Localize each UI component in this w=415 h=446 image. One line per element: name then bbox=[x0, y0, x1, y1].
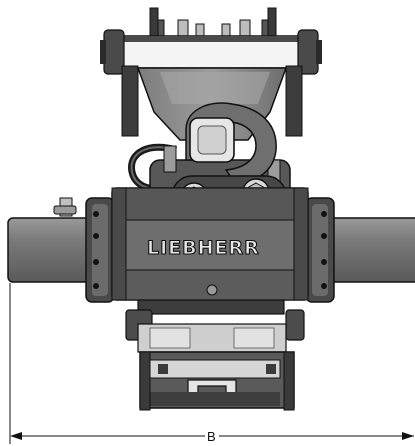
arrowhead-right bbox=[402, 432, 414, 440]
top-pin-left-cap bbox=[100, 40, 106, 64]
top-fitting-4 bbox=[239, 19, 251, 37]
top-fitting-2 bbox=[195, 23, 205, 37]
side-plate-left bbox=[121, 65, 139, 137]
top-lug-right bbox=[267, 7, 277, 41]
brand-logo: LIEBHERR bbox=[147, 237, 260, 259]
tapered-housing-highlight bbox=[160, 72, 270, 104]
jaw-leg-right bbox=[283, 351, 295, 411]
dimension-label: B bbox=[207, 429, 216, 444]
dimension-b: B bbox=[9, 283, 414, 444]
flange-left bbox=[85, 197, 115, 303]
side-plate-right bbox=[285, 65, 303, 137]
central-body-side-left bbox=[111, 187, 127, 301]
lower-coupler bbox=[125, 299, 305, 411]
top-lug-left bbox=[149, 7, 159, 41]
flange-right bbox=[305, 197, 335, 303]
grease-nipple bbox=[206, 284, 218, 296]
motor-left-fitting bbox=[163, 145, 177, 173]
central-body-top-band bbox=[111, 187, 309, 221]
central-body-side-right bbox=[293, 187, 309, 301]
arrowhead-left bbox=[10, 432, 22, 440]
lower-ear-right bbox=[285, 309, 305, 341]
cylinder-fitting-left bbox=[53, 197, 77, 217]
top-bar-shadow bbox=[122, 36, 300, 42]
pivot-pin-inner bbox=[197, 125, 227, 155]
jaw-leg-left bbox=[139, 351, 151, 411]
top-pin-left bbox=[103, 29, 125, 75]
cylinder-rod-left bbox=[7, 217, 99, 283]
top-mount-frame bbox=[100, 7, 322, 137]
top-fitting-3 bbox=[221, 23, 231, 37]
top-fitting-1 bbox=[177, 19, 189, 37]
top-pin-right-cap bbox=[316, 40, 322, 64]
